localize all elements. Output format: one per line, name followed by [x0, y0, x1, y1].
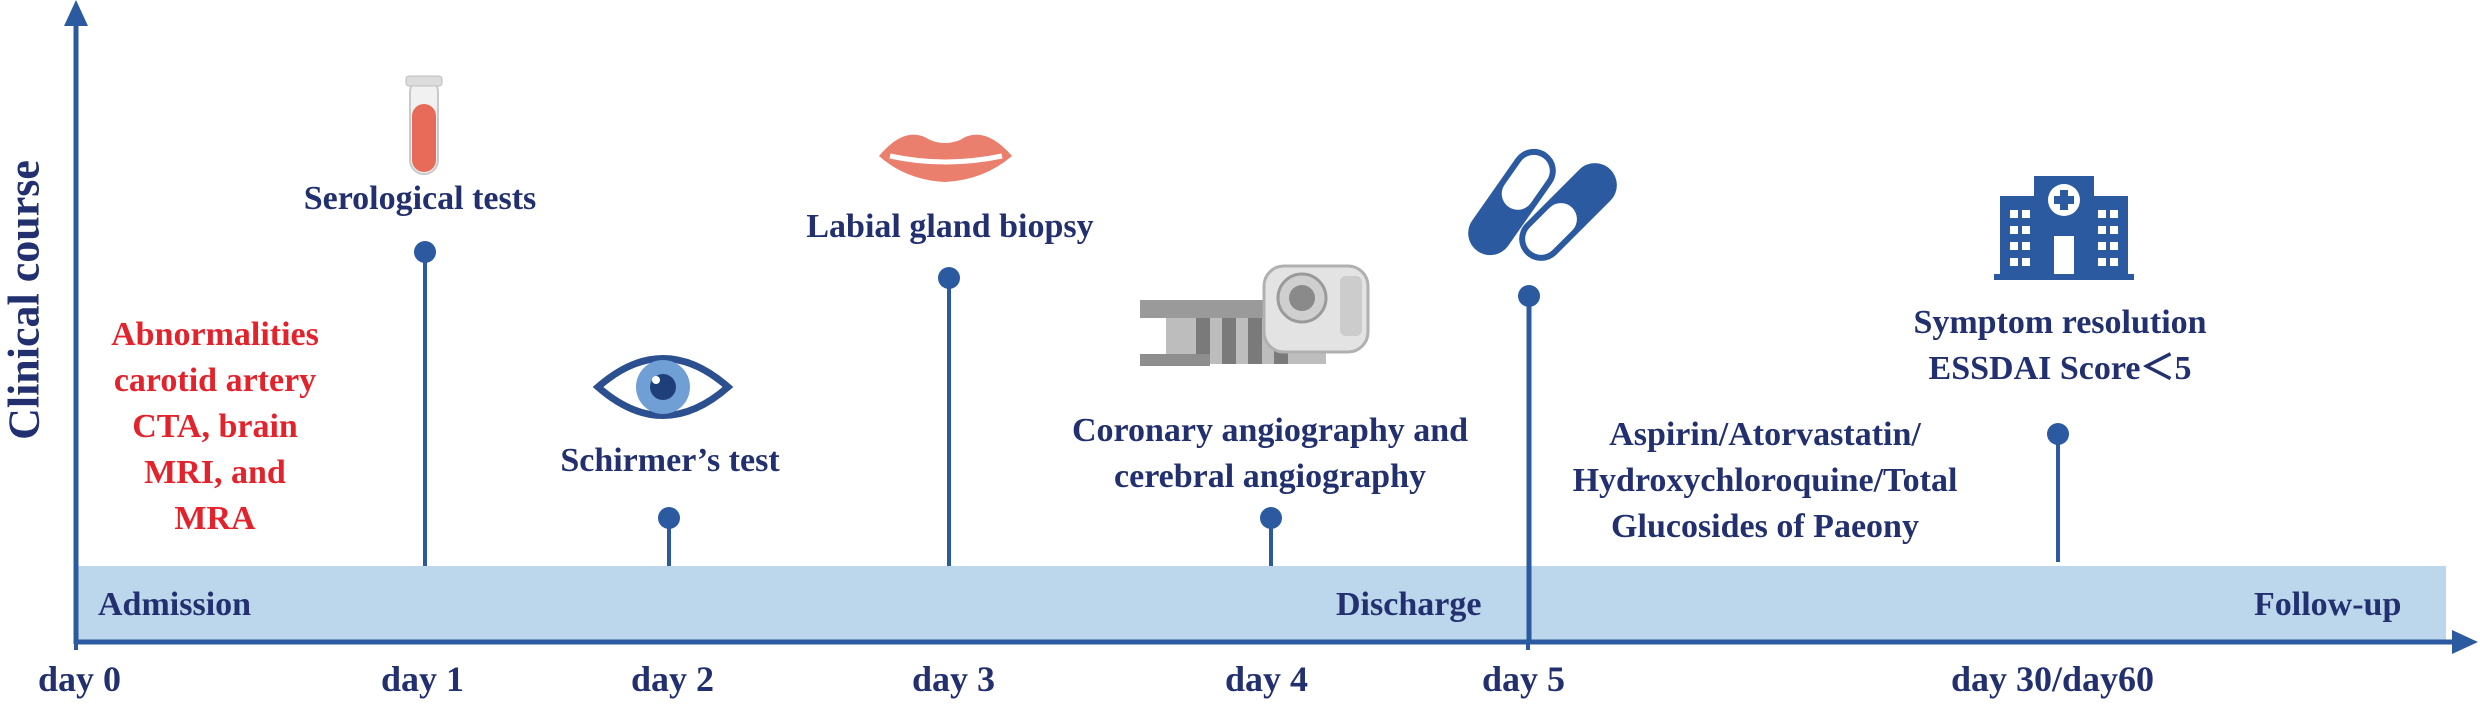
pills-icon	[1468, 148, 1617, 261]
pin-biopsy	[938, 267, 960, 566]
day-label-0: day 0	[38, 659, 122, 699]
ct-scanner-icon	[1140, 264, 1370, 366]
pin-follow-up	[2047, 423, 2069, 562]
day-label-2: day 2	[631, 659, 715, 699]
day-label-4: day 4	[1225, 659, 1309, 699]
medication-line: Glucosides of Paeony	[1611, 508, 1919, 545]
day-label-5: day 5	[1482, 659, 1566, 699]
schirmer-test-label: Schirmer’s test	[560, 442, 780, 479]
pin-serological	[414, 241, 436, 566]
y-axis-title-text: Clinical course	[0, 160, 49, 440]
admission-findings-line: MRI, and	[144, 454, 286, 491]
admission-label: Admission	[98, 586, 252, 623]
admission-findings-line: MRA	[174, 500, 256, 537]
medication-label: Aspirin/Atorvastatin/ Hydroxychloroquine…	[1530, 412, 2000, 550]
admission-findings-line: carotid artery	[113, 362, 317, 399]
angiography-label: Coronary angiography and cerebral angiog…	[1040, 408, 1500, 500]
follow-up-outcome-line: Symptom resolution	[1913, 304, 2207, 341]
medication-line: Aspirin/Atorvastatin/	[1609, 416, 1921, 453]
angiography-line: Coronary angiography and	[1071, 412, 1469, 449]
angiography-line: cerebral angiography	[1114, 458, 1426, 495]
hospital-icon	[1994, 176, 2134, 280]
lips-icon	[879, 134, 1012, 182]
test-tube-icon	[405, 75, 443, 175]
serological-tests-label: Serological tests	[303, 180, 537, 217]
pin-discharge	[1518, 285, 1540, 644]
admission-findings-line: Abnormalities	[111, 316, 319, 353]
day-label-1: day 1	[381, 659, 465, 699]
eye-icon	[592, 355, 734, 419]
y-axis-arrow	[64, 0, 88, 26]
pin-schirmer	[658, 507, 680, 566]
labial-gland-biopsy-label: Labial gland biopsy	[806, 208, 1094, 245]
day-label-3: day 3	[912, 659, 996, 699]
follow-up-outcome-line: ESSDAI Score＜5	[1928, 350, 2192, 387]
day-label-30-60: day 30/day60	[1951, 659, 2155, 699]
follow-up-outcome-label: Symptom resolution ESSDAI Score＜5	[1850, 300, 2270, 392]
admission-findings-line: CTA, brain	[132, 408, 298, 445]
pin-angiography	[1260, 507, 1282, 566]
admission-findings-label: Abnormalities carotid artery CTA, brain …	[70, 312, 360, 542]
x-axis-arrow	[2452, 630, 2478, 654]
follow-up-label: Follow-up	[2254, 586, 2402, 623]
discharge-label: Discharge	[1336, 586, 1482, 623]
timeline-band	[76, 566, 2446, 642]
medication-line: Hydroxychloroquine/Total	[1572, 462, 1958, 499]
